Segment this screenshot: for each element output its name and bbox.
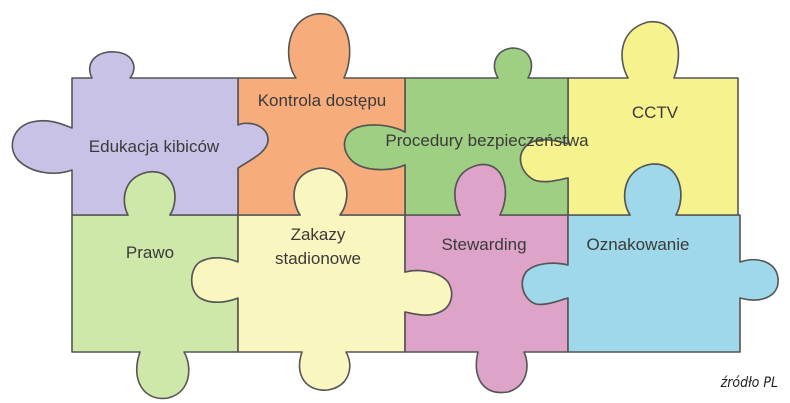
piece-prawo-label: Prawo xyxy=(126,243,174,262)
piece-kontrola-dostepu-label: Kontrola dostępu xyxy=(258,91,387,110)
piece-procedury-bezpieczenstwa-label: Procedury bezpieczeństwa xyxy=(385,131,589,150)
source-note: źródło PL xyxy=(721,375,778,391)
piece-edukacja-kibicow-label: Edukacja kibiców xyxy=(89,137,220,156)
piece-zakazy-stadionowe-label-line2: stadionowe xyxy=(275,249,361,268)
piece-stewarding-label: Stewarding xyxy=(441,235,526,254)
piece-zakazy-stadionowe-label-line1: Zakazy xyxy=(291,225,346,244)
piece-cctv-label: CCTV xyxy=(632,103,679,122)
piece-oznakowanie-label: Oznakowanie xyxy=(586,235,689,254)
